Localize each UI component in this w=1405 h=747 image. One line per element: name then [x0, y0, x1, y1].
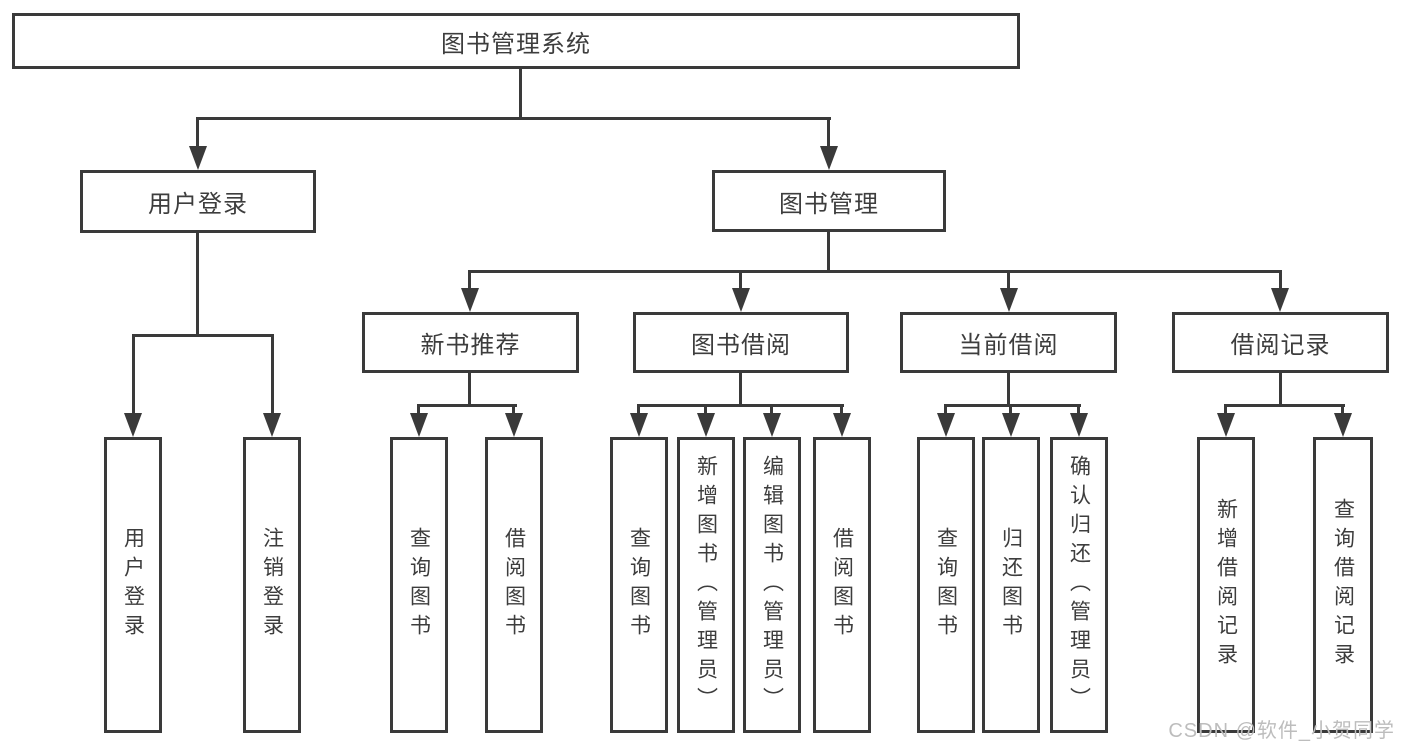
arrow-down-icon — [263, 413, 281, 437]
leaf-records-query-record: 查询借阅记录 — [1313, 437, 1373, 733]
leaf-borrow-add-books-admin: 新增图书（管理员） — [677, 437, 735, 733]
node-label: 借阅记录 — [1230, 332, 1331, 359]
arrow-down-icon — [410, 413, 428, 437]
connector-leaf-drop — [637, 404, 640, 415]
node-library-management-system: 图书管理系统 — [12, 13, 1020, 69]
leaf-borrow-query-books: 查询图书 — [610, 437, 668, 733]
node-book-management: 图书管理 — [712, 170, 946, 232]
arrow-down-icon — [937, 413, 955, 437]
arrow-down-icon — [697, 413, 715, 437]
leaf-current-confirm-return-admin: 确认归还（管理员） — [1050, 437, 1108, 733]
connector-level1-hbar — [196, 117, 831, 120]
leaf-records-add-record: 新增借阅记录 — [1197, 437, 1255, 733]
leaf-borrow-edit-books-admin: 编辑图书（管理员） — [743, 437, 801, 733]
connector-userlogin-drop — [196, 117, 199, 148]
node-label: 新增借阅记录 — [1214, 498, 1238, 672]
node-label: 查询图书 — [627, 527, 651, 643]
arrow-down-icon — [1000, 288, 1018, 312]
leaf-current-return-books: 归还图书 — [982, 437, 1040, 733]
node-label: 归还图书 — [999, 527, 1023, 643]
node-label: 确认归还（管理员） — [1067, 454, 1091, 716]
node-borrowing-records: 借阅记录 — [1172, 312, 1389, 373]
node-new-book-recommend: 新书推荐 — [362, 312, 579, 373]
node-label: 用户登录 — [121, 527, 145, 643]
node-label: 编辑图书（管理员） — [760, 454, 784, 716]
connector-leaf-drop — [770, 404, 773, 415]
node-label: 图书管理 — [779, 190, 879, 218]
connector-userlogin-stem — [196, 233, 199, 336]
connector-bookmgmt-drop — [827, 117, 830, 148]
arrow-down-icon — [763, 413, 781, 437]
arrow-down-icon — [1002, 413, 1020, 437]
node-label: 新书推荐 — [420, 332, 521, 359]
connector-leaf-drop — [1224, 404, 1227, 415]
connector-newbook-stem — [468, 373, 471, 406]
node-label: 查询图书 — [407, 527, 431, 643]
node-user-login: 用户登录 — [80, 170, 316, 233]
arrow-down-icon — [1070, 413, 1088, 437]
node-label: 用户登录 — [148, 191, 248, 218]
connector-root-stem — [519, 69, 522, 117]
arrow-down-icon — [1271, 288, 1289, 312]
arrow-down-icon — [124, 413, 142, 437]
connector-level2-hbar — [468, 270, 1281, 273]
connector-records-drop — [1279, 270, 1282, 290]
connector-leaf-drop — [1077, 404, 1080, 415]
connector-bookmgmt-stem — [827, 232, 830, 272]
leaf-newbook-borrow-books: 借阅图书 — [485, 437, 543, 733]
connector-userlogin-hbar — [132, 334, 274, 337]
connector-leaf-drop — [512, 404, 515, 415]
connector-leaf-drop — [1341, 404, 1344, 415]
connector-leaf-drop — [1009, 404, 1012, 415]
arrow-down-icon — [820, 146, 838, 170]
arrow-down-icon — [833, 413, 851, 437]
csdn-watermark: CSDN @软件_小贺同学 — [1168, 720, 1395, 742]
leaf-newbook-query-books: 查询图书 — [390, 437, 448, 733]
connector-borrow-drop — [739, 270, 742, 290]
arrow-down-icon — [461, 288, 479, 312]
arrow-down-icon — [189, 146, 207, 170]
leaf-borrow-borrow-books: 借阅图书 — [813, 437, 871, 733]
node-label: 当前借阅 — [958, 332, 1059, 359]
node-label: 图书借阅 — [691, 332, 791, 359]
node-label: 查询图书 — [934, 527, 958, 643]
connector-newbook-drop — [468, 270, 471, 290]
connector-leaf-drop — [417, 404, 420, 415]
connector-leaf-drop — [944, 404, 947, 415]
connector-records-stem — [1279, 373, 1282, 406]
node-label: 借阅图书 — [830, 527, 854, 643]
connector-records-hbar — [1224, 404, 1345, 407]
connector-leaf-drop — [704, 404, 707, 415]
node-label: 注销登录 — [260, 527, 284, 643]
node-label: 借阅图书 — [502, 527, 526, 643]
node-book-borrowing: 图书借阅 — [633, 312, 849, 373]
connector-newbook-hbar — [417, 404, 517, 407]
arrow-down-icon — [630, 413, 648, 437]
connector-current-hbar — [944, 404, 1081, 407]
arrow-down-icon — [505, 413, 523, 437]
node-label: 查询借阅记录 — [1331, 498, 1355, 672]
connector-login-drop — [132, 334, 135, 414]
connector-borrow-hbar — [637, 404, 844, 407]
leaf-logout: 注销登录 — [243, 437, 301, 733]
arrow-down-icon — [1334, 413, 1352, 437]
node-label: 图书管理系统 — [441, 30, 591, 58]
leaf-current-query-books: 查询图书 — [917, 437, 975, 733]
connector-leaf-drop — [840, 404, 843, 415]
node-current-borrowing: 当前借阅 — [900, 312, 1117, 373]
arrow-down-icon — [732, 288, 750, 312]
leaf-user-login: 用户登录 — [104, 437, 162, 733]
connector-logout-drop — [271, 334, 274, 414]
connector-current-drop — [1007, 270, 1010, 290]
arrow-down-icon — [1217, 413, 1235, 437]
connector-borrow-stem — [739, 373, 742, 406]
node-label: 新增图书（管理员） — [694, 454, 718, 716]
connector-current-stem — [1007, 373, 1010, 406]
